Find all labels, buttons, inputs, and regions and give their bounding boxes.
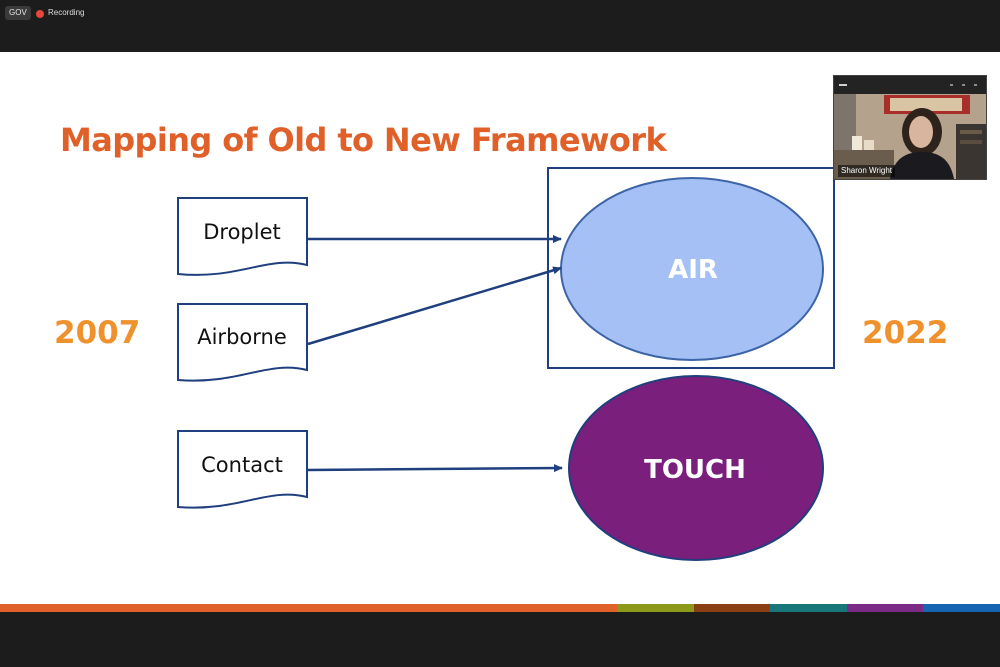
recording-indicator-icon xyxy=(36,10,44,18)
year-right-label: 2022 xyxy=(862,315,949,351)
gov-badge: GOV xyxy=(5,6,31,20)
recording-label: Recording xyxy=(48,8,85,17)
participant-video-feed: Sharon Wright xyxy=(834,94,986,179)
air-group-frame xyxy=(547,167,835,369)
video-tile-toolbar xyxy=(834,76,986,94)
meeting-bottom-bar xyxy=(0,612,1000,667)
doc-contact-label: Contact xyxy=(201,453,283,477)
tile-control-icon[interactable] xyxy=(962,84,965,86)
year-left-label: 2007 xyxy=(54,315,141,351)
participant-video-tile[interactable]: Sharon Wright xyxy=(833,75,987,180)
tile-control-icon[interactable] xyxy=(950,84,953,86)
meeting-top-bar: GOV Recording xyxy=(0,0,1000,52)
doc-contact: Contact xyxy=(177,430,308,509)
slide-footer-stripe xyxy=(0,604,1000,612)
minimize-icon[interactable] xyxy=(839,84,847,86)
doc-droplet: Droplet xyxy=(177,197,308,276)
footer-stripe-segment xyxy=(694,604,770,612)
footer-stripe-segment xyxy=(770,604,847,612)
doc-airborne-label: Airborne xyxy=(197,325,287,349)
participant-video-image xyxy=(834,94,986,179)
footer-stripe-segment xyxy=(923,604,1000,612)
doc-airborne: Airborne xyxy=(177,303,308,382)
oval-touch: TOUCH xyxy=(568,375,824,561)
footer-stripe-segment xyxy=(0,604,617,612)
arrow-airborne-to-air xyxy=(307,266,562,346)
framework-mapping-diagram: Droplet Airborne Contact AIR TOUCH xyxy=(177,167,835,561)
participant-name-tag: Sharon Wright xyxy=(838,165,895,177)
footer-stripe-segment xyxy=(847,604,923,612)
oval-air-label: AIR xyxy=(668,255,718,285)
oval-air: AIR xyxy=(560,177,824,361)
slide-title: Mapping of Old to New Framework xyxy=(60,121,667,159)
oval-touch-label: TOUCH xyxy=(644,455,746,485)
tile-control-icon[interactable] xyxy=(974,84,977,86)
doc-droplet-label: Droplet xyxy=(203,220,281,244)
footer-stripe-segment xyxy=(617,604,694,612)
arrow-contact-to-touch xyxy=(307,464,563,473)
